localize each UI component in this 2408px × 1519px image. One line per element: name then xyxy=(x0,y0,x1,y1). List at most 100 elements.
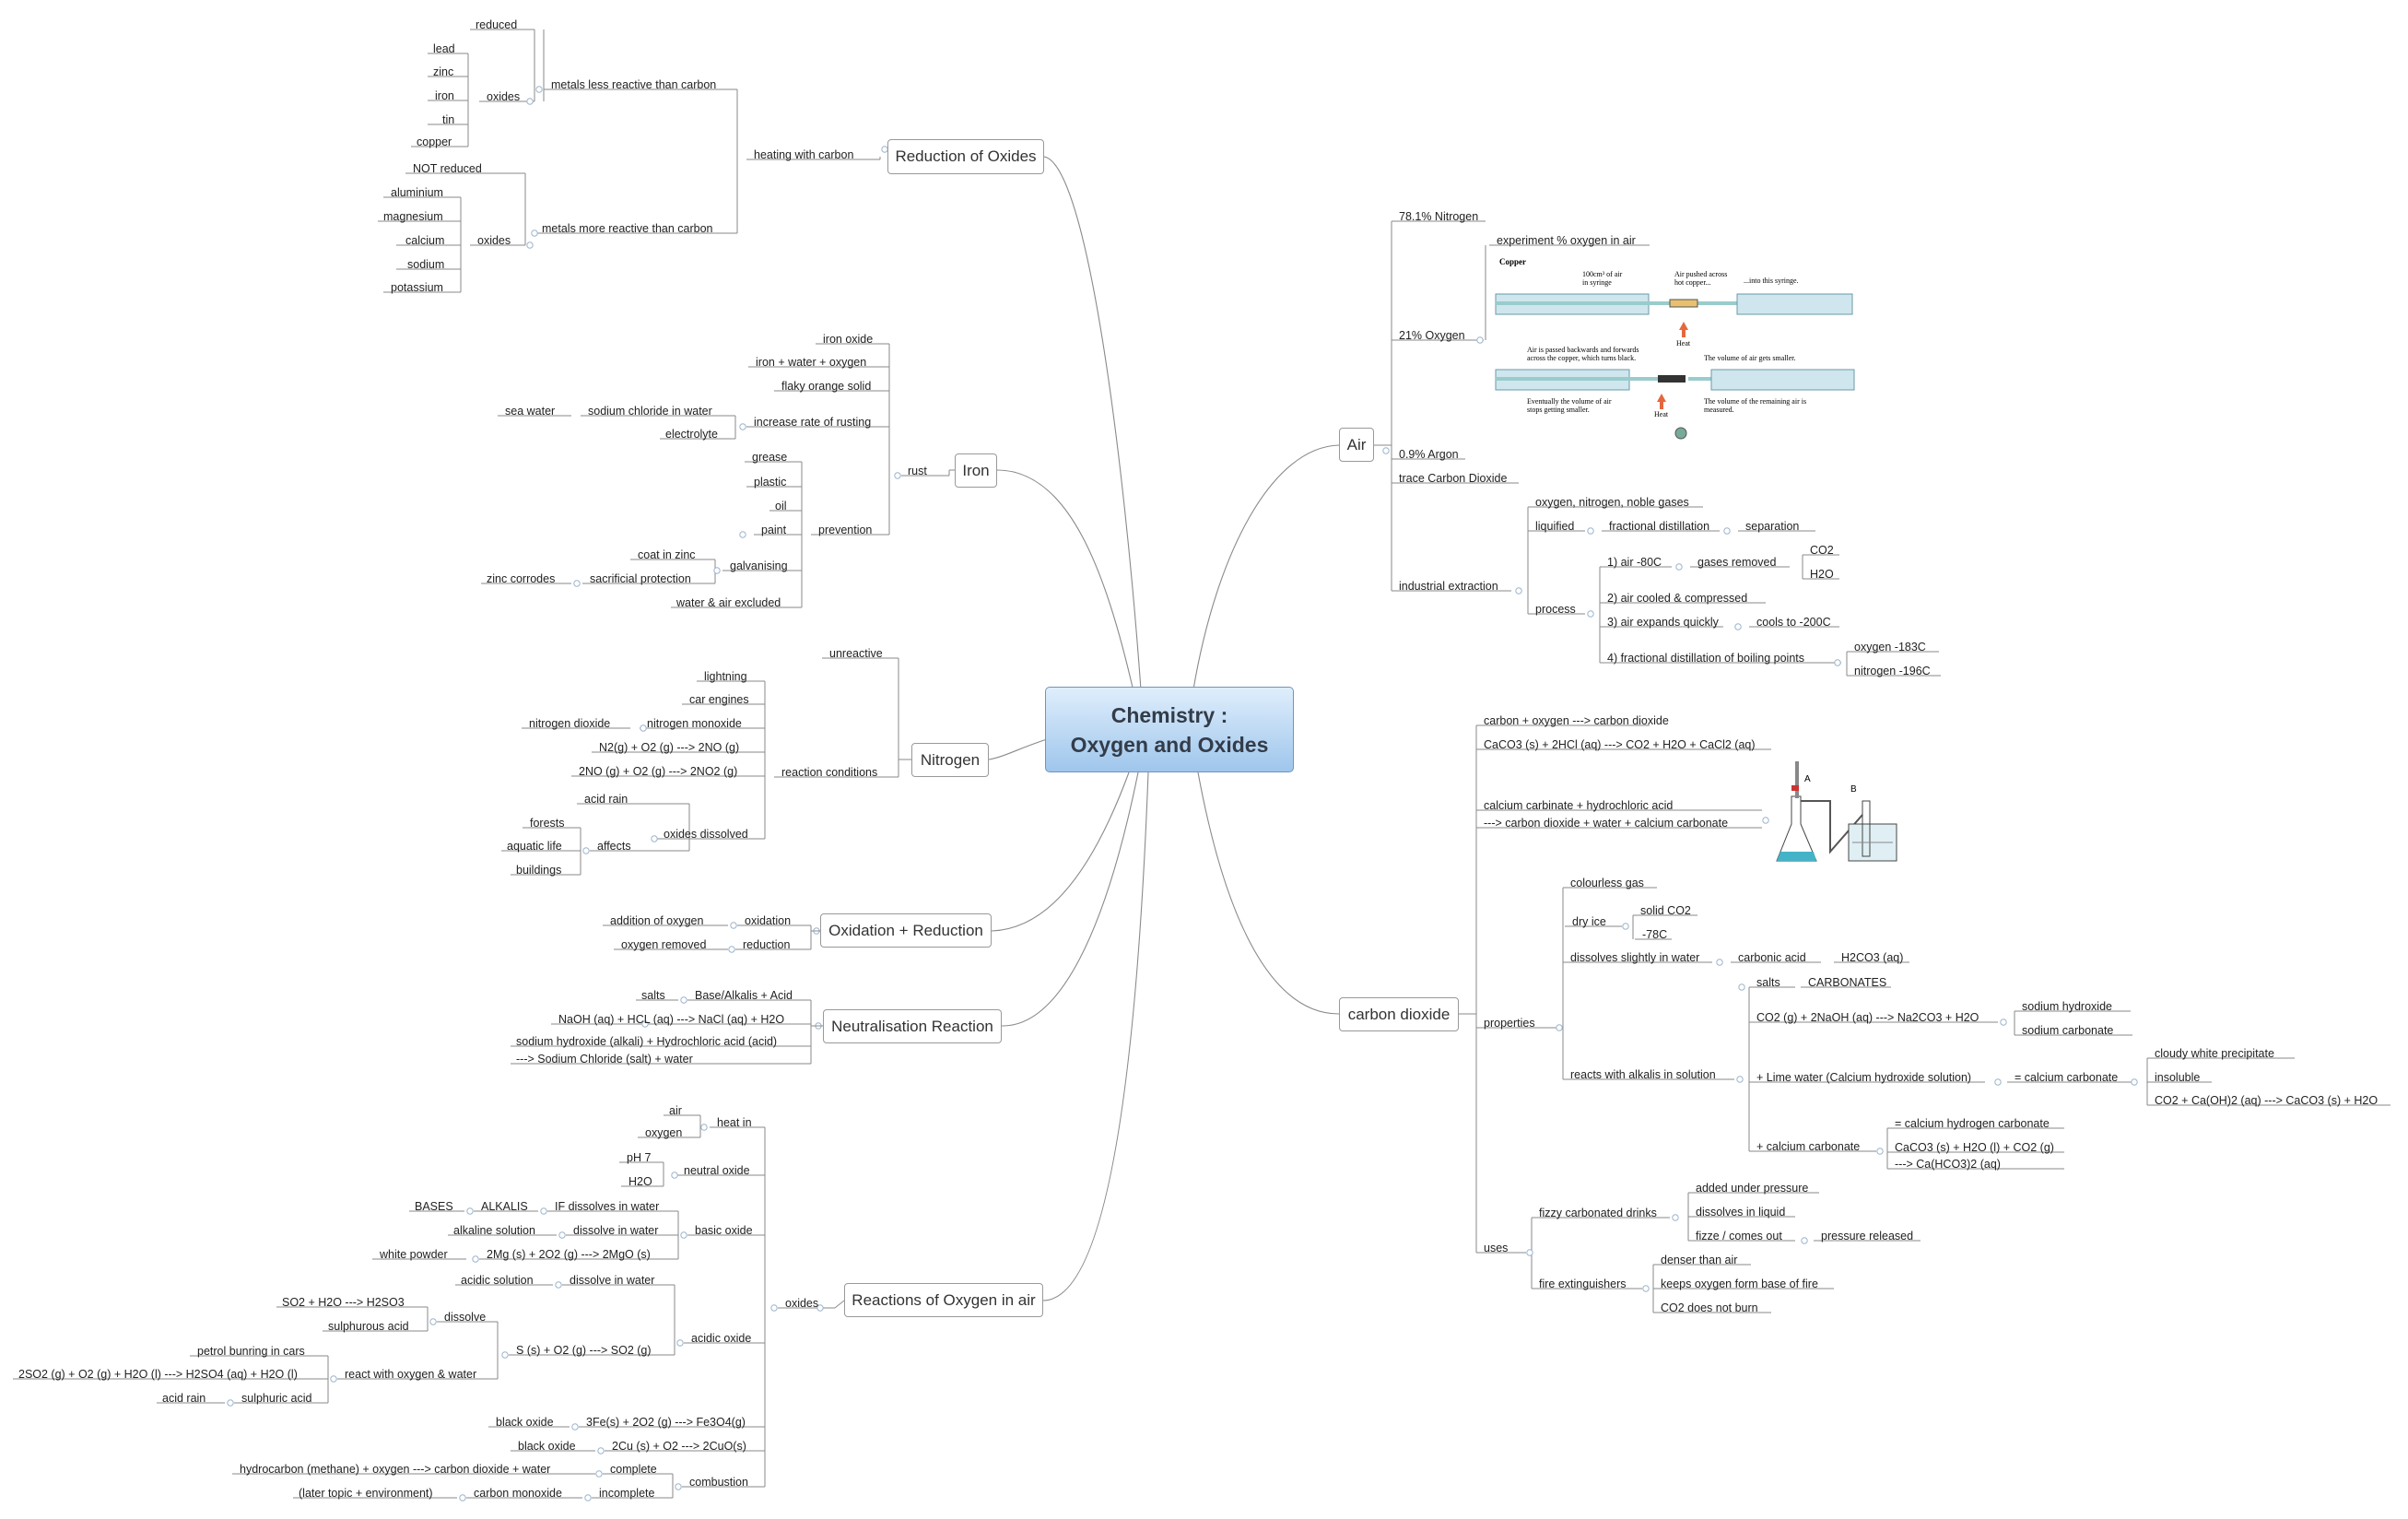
node-colourless[interactable]: colourless gas xyxy=(1570,877,1644,889)
node-lightning[interactable]: lightning xyxy=(704,670,747,683)
node-h2o[interactable]: H2O xyxy=(1810,568,1834,581)
node-seawater[interactable]: sea water xyxy=(505,405,556,418)
node-sodiumhydroxide[interactable]: sodium hydroxide xyxy=(2022,1000,2112,1013)
node-oxygen183[interactable]: oxygen -183C xyxy=(1854,641,1926,654)
node-sulphuric[interactable]: sulphuric acid xyxy=(241,1392,312,1405)
node-basealk[interactable]: Base/Alkalis + Acid xyxy=(695,989,793,1002)
node-salts[interactable]: salts xyxy=(1756,976,1780,989)
node-copper[interactable]: copper xyxy=(417,135,452,148)
node-minus78[interactable]: -78C xyxy=(1642,928,1668,941)
node-acidrain2[interactable]: acid rain xyxy=(162,1392,206,1405)
node-pressurereleased[interactable]: pressure released xyxy=(1821,1230,1914,1242)
node-reduction[interactable]: reduction xyxy=(743,938,791,951)
node-calcium[interactable]: calcium xyxy=(405,234,445,247)
node-oxides1[interactable]: oxides xyxy=(487,90,521,103)
node-experiment[interactable]: experiment % oxygen in air xyxy=(1497,234,1636,247)
node-nitrogenmonoxide[interactable]: nitrogen monoxide xyxy=(647,717,742,730)
node-bases[interactable]: BASES xyxy=(415,1200,453,1213)
node-oxidation[interactable]: oxidation xyxy=(745,914,792,927)
node-co2notburn[interactable]: CO2 does not burn xyxy=(1661,1301,1758,1314)
node-complete[interactable]: complete xyxy=(610,1463,657,1476)
node-sacrificial[interactable]: sacrificial protection xyxy=(590,572,691,585)
node-dissolvein2[interactable]: dissolve in water xyxy=(570,1274,655,1287)
node-forests[interactable]: forests xyxy=(530,817,565,830)
node-uses[interactable]: uses xyxy=(1484,1242,1509,1254)
node-heatin[interactable]: heat in xyxy=(717,1116,752,1129)
node-less[interactable]: metals less reactive than carbon xyxy=(551,78,717,91)
node-traceco2[interactable]: trace Carbon Dioxide xyxy=(1399,472,1508,485)
node-denser[interactable]: denser than air xyxy=(1661,1254,1738,1266)
node-aluminium[interactable]: aluminium xyxy=(391,186,443,199)
node-n2o2[interactable]: N2(g) + O2 (g) ---> 2NO (g) xyxy=(599,741,740,754)
node-dryice[interactable]: dry ice xyxy=(1572,915,1606,928)
node-2no[interactable]: 2NO (g) + O2 (g) ---> 2NO2 (g) xyxy=(579,765,738,778)
node-aquatic[interactable]: aquatic life xyxy=(507,840,562,853)
node-sulphurous[interactable]: sulphurous acid xyxy=(328,1320,409,1333)
node-carbonates[interactable]: CARBONATES xyxy=(1808,976,1887,989)
node-carengines[interactable]: car engines xyxy=(689,693,749,706)
node-alkalis[interactable]: ALKALIS xyxy=(481,1200,528,1213)
node-dissolvesslightly[interactable]: dissolves slightly in water xyxy=(1570,951,1700,964)
node-h2o[interactable]: H2O xyxy=(628,1175,652,1188)
topic-oxidation-reduction[interactable]: Oxidation + Reduction xyxy=(820,913,992,948)
node-ironwater[interactable]: iron + water + oxygen xyxy=(756,356,867,369)
node-nitrogen78[interactable]: 78.1% Nitrogen xyxy=(1399,210,1479,223)
node-caco3[interactable]: CaCO3 (s) + 2HCl (aq) ---> CO2 + H2O + C… xyxy=(1484,738,1756,751)
node-argon[interactable]: 0.9% Argon xyxy=(1399,448,1459,461)
node-blackoxide2[interactable]: black oxide xyxy=(518,1440,576,1453)
node-combustion[interactable]: combustion xyxy=(689,1476,748,1489)
topic-reduction-of-oxides[interactable]: Reduction of Oxides xyxy=(887,139,1044,174)
node-rust[interactable]: rust xyxy=(908,465,927,477)
node-neutral[interactable]: neutral oxide xyxy=(684,1164,750,1177)
node-sodhyd2[interactable]: ---> Sodium Chloride (salt) + water xyxy=(516,1053,693,1066)
node-ph7[interactable]: pH 7 xyxy=(627,1151,652,1164)
node-fractional[interactable]: fractional distillation xyxy=(1609,520,1710,533)
node-fireext[interactable]: fire extinguishers xyxy=(1539,1278,1627,1290)
node-onng[interactable]: oxygen, nitrogen, noble gases xyxy=(1535,496,1689,509)
node-potassium[interactable]: potassium xyxy=(391,281,443,294)
node-acidicsol[interactable]: acidic solution xyxy=(461,1274,534,1287)
node-so2h2o[interactable]: SO2 + H2O ---> H2SO3 xyxy=(282,1296,405,1309)
node-pluscalcarb[interactable]: + calcium carbonate xyxy=(1756,1140,1861,1153)
node-dissolvesliquid[interactable]: dissolves in liquid xyxy=(1696,1206,1786,1219)
node-air80[interactable]: 1) air -80C xyxy=(1607,556,1662,569)
node-oxides[interactable]: oxides xyxy=(785,1297,819,1310)
topic-air[interactable]: Air xyxy=(1339,428,1374,462)
node-reactioncond[interactable]: reaction conditions xyxy=(781,766,878,779)
node-latertopic[interactable]: (later topic + environment) xyxy=(299,1487,433,1500)
node-s_o2[interactable]: S (s) + O2 (g) ---> SO2 (g) xyxy=(516,1344,652,1357)
node-naoh[interactable]: NaOH (aq) + HCL (aq) ---> NaCl (aq) + H2… xyxy=(558,1013,785,1026)
node-cmonoxide[interactable]: carbon monoxide xyxy=(474,1487,562,1500)
node-prevention[interactable]: prevention xyxy=(818,524,873,536)
node-salts[interactable]: salts xyxy=(641,989,665,1002)
node-more[interactable]: metals more reactive than carbon xyxy=(542,222,713,235)
node-acidrain[interactable]: acid rain xyxy=(584,793,628,806)
node-fizze[interactable]: fizze / comes out xyxy=(1696,1230,1782,1242)
node-sodiumchloride[interactable]: sodium chloride in water xyxy=(588,405,712,418)
node-2so2[interactable]: 2SO2 (g) + O2 (g) + H2O (l) ---> H2SO4 (… xyxy=(18,1368,298,1381)
node-petrol[interactable]: petrol bunring in cars xyxy=(197,1345,305,1358)
node-liquified[interactable]: liquified xyxy=(1535,520,1575,533)
node-ifdissolves[interactable]: IF dissolves in water xyxy=(555,1200,660,1213)
node-sodiumcarbonate[interactable]: sodium carbonate xyxy=(2022,1024,2114,1037)
node-nitrogen196[interactable]: nitrogen -196C xyxy=(1854,665,1931,677)
node-tin[interactable]: tin xyxy=(442,113,455,126)
node-notreduced[interactable]: NOT reduced xyxy=(413,162,482,175)
node-unreactive[interactable]: unreactive xyxy=(829,647,883,660)
node-airexpands[interactable]: 3) air expands quickly xyxy=(1607,616,1719,629)
node-cu[interactable]: 2Cu (s) + O2 ---> 2CuO(s) xyxy=(612,1440,746,1453)
node-caco3h2o1[interactable]: CaCO3 (s) + H2O (l) + CO2 (g) xyxy=(1895,1141,2054,1154)
node-addoxygen[interactable]: addition of oxygen xyxy=(610,914,704,927)
topic-reactions-of-oxygen[interactable]: Reactions of Oxygen in air xyxy=(844,1283,1043,1317)
node-oil[interactable]: oil xyxy=(775,500,787,512)
node-solidco2[interactable]: solid CO2 xyxy=(1640,904,1691,917)
node-alkalinesol[interactable]: alkaline solution xyxy=(453,1224,535,1237)
node-magnesium[interactable]: magnesium xyxy=(383,210,443,223)
node-eqcalcarb[interactable]: = calcium carbonate xyxy=(2014,1071,2119,1084)
node-zinc[interactable]: zinc xyxy=(433,65,454,78)
node-dissolve[interactable]: dissolve xyxy=(444,1311,487,1324)
node-nitrogendioxide[interactable]: nitrogen dioxide xyxy=(529,717,611,730)
node-gasesremoved[interactable]: gases removed xyxy=(1697,556,1777,569)
node-sodhyd1[interactable]: sodium hydroxide (alkali) + Hydrochloric… xyxy=(516,1035,778,1048)
topic-neutralisation-reaction[interactable]: Neutralisation Reaction xyxy=(823,1009,1002,1043)
